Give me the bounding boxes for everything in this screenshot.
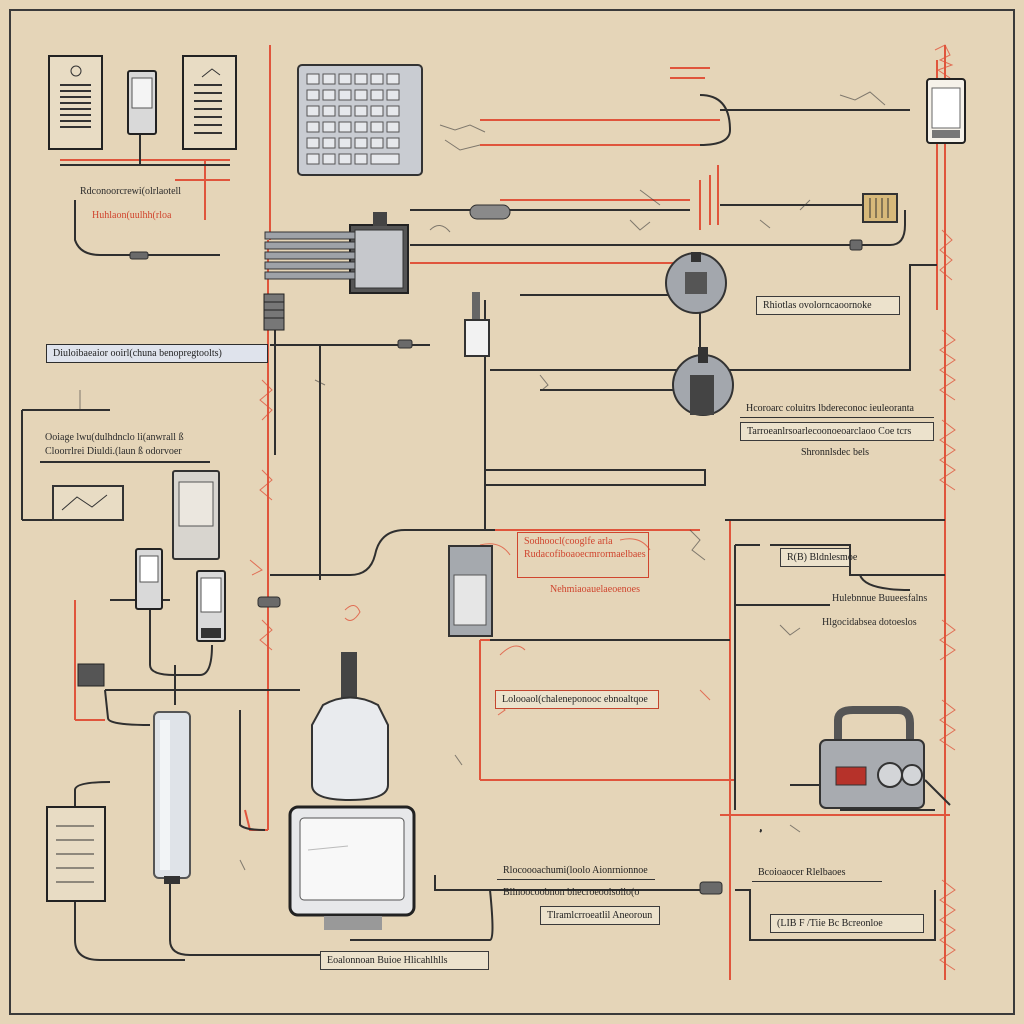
left-note-line1: Ooiage lwu(dulhdnclo li(anwrall ß xyxy=(45,432,184,443)
right-stack-line2: Tarroeanlrsoarlecoonoeoarclaoo Coe tcrs xyxy=(740,422,934,441)
battery-module-icon xyxy=(48,55,103,150)
motor-hub-lower-icon xyxy=(672,347,734,416)
bottom-center-line2: Bllnoocoobnon bhecroeoolsolio(o xyxy=(503,887,640,898)
terminal-strip-icon xyxy=(52,485,124,521)
bottom-caption-box: Eoalonnoan Buioe Hlicahlhlls xyxy=(320,951,489,970)
power-supply-device-icon xyxy=(819,706,925,809)
top-left-label-line2: Huhlaon(uulhh(rloa xyxy=(92,210,172,221)
tank-monitor-icon xyxy=(288,652,416,930)
junction-box-icon xyxy=(77,663,105,687)
right-small-line2: Hlgocidabsea dotoeslos xyxy=(822,617,917,628)
right-stack-line3: Shronnlsdec bels xyxy=(801,447,870,458)
control-card-icon xyxy=(172,470,220,560)
center-red-line1: Sodhoocl(cooglfe arla xyxy=(524,536,613,547)
motor-hub-upper-icon xyxy=(665,252,727,314)
sketch-marks-dark xyxy=(79,91,886,871)
center-red-line3: Nehmiaoauelaeoenoes xyxy=(550,584,640,595)
right-caption-box: Rhiotlas ovolorncaoornoke xyxy=(756,296,900,315)
diagram-frame xyxy=(9,9,1015,1015)
dark-wires xyxy=(21,94,951,961)
center-red-line2: Rudacofiboaoecmrormaelbaes xyxy=(524,549,646,560)
right-small-line1: Hulebnnue Buueesfalns xyxy=(832,593,928,604)
meter-small-icon xyxy=(135,548,163,610)
sensor-unit-icon xyxy=(127,70,157,135)
bottom-right-line2: (LIB F /Tiie Bc Bcreonloe xyxy=(770,914,924,933)
bottom-right-line1: Bcoioaocer Rlelbaoes xyxy=(752,864,882,882)
middle-box: Lolooaol(chaleneponooc ebnoaltqoe xyxy=(495,690,659,709)
rack-unit-icon xyxy=(448,545,493,637)
capacitor-cylinder-icon xyxy=(153,711,191,884)
main-caption-box: Diuloibaeaior ooirl(chuna benopregtoolts… xyxy=(46,344,268,363)
relay-block-icon xyxy=(182,55,237,150)
fuse-block-icon xyxy=(862,193,898,223)
bottom-center-line1: Rlocoooachumi(loolo Aionrnionnoe xyxy=(497,862,655,880)
probe-sensor-icon xyxy=(464,292,490,357)
right-small-box: R(B) Bldnlesmoe xyxy=(780,548,857,567)
sketch-marks-red xyxy=(249,44,956,971)
wire-connectors xyxy=(129,204,863,895)
indicator-lamp-icon xyxy=(926,78,966,144)
coil-connector-icon xyxy=(263,293,285,331)
top-left-label-line1: Rdconoorcrewi(olrlaotell xyxy=(80,186,182,197)
circuit-panel-icon xyxy=(46,806,106,902)
keypad-panel-icon xyxy=(297,64,423,176)
right-stack-line1: Hcoroarc coluitrs lbdereconoc ieuleorant… xyxy=(740,400,934,418)
meter-tall-icon xyxy=(196,570,226,642)
left-note-line2: Cloorrlrei Diuldi.(laun ß odorvoer xyxy=(45,446,182,457)
bottom-center-line3: Tlramlcrroeatlil Aneoroun xyxy=(540,906,660,925)
heatsink-module-icon xyxy=(264,212,409,294)
center-red-box: Sodhoocl(cooglfe arla Rudacofiboaoecmror… xyxy=(517,532,649,578)
